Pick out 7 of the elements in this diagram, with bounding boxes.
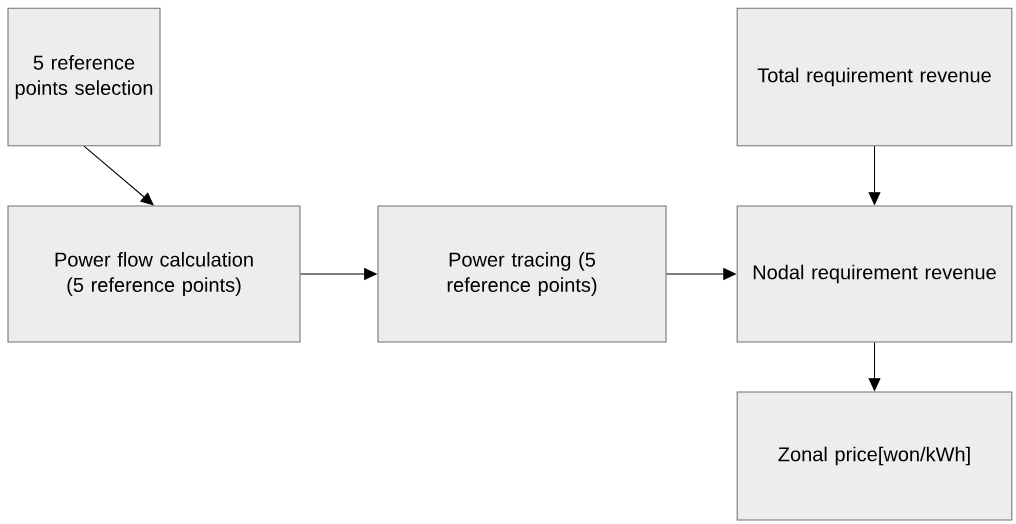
arrow <box>83 145 154 206</box>
process-box: 5 reference points selection <box>7 7 161 147</box>
process-box: Power flow calculation (5 reference points) <box>7 205 301 343</box>
process-box: Zonal price[won/kWh] <box>736 391 1013 521</box>
process-box: Nodal requirement revenue <box>736 205 1013 343</box>
process-box: Power tracing (5 reference points) <box>377 205 667 343</box>
process-box: Total requirement revenue <box>736 7 1013 147</box>
